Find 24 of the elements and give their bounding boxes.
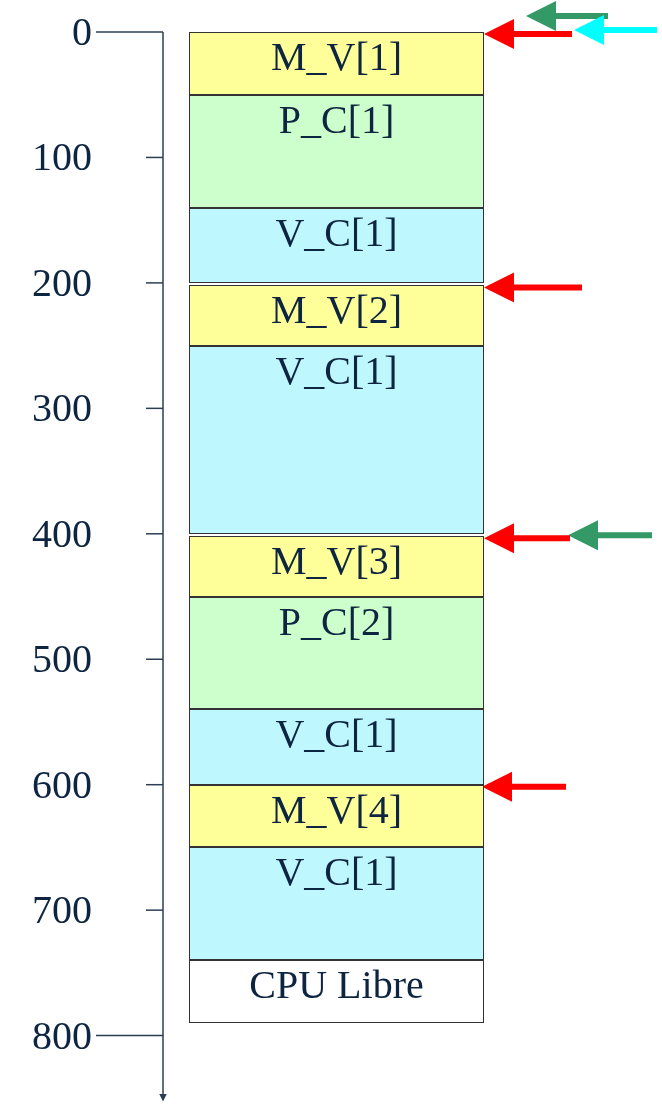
arrow xyxy=(484,19,572,49)
axis-tick-label: 500 xyxy=(31,635,92,684)
time-slot-box: M_V[1] xyxy=(189,32,484,95)
time-slot-box: V_C[1] xyxy=(189,847,484,961)
axis-tick-label: 800 xyxy=(31,1011,92,1060)
time-slot-box: P_C[2] xyxy=(189,596,484,710)
axis-tick-label: 400 xyxy=(31,509,92,558)
time-slot-box: V_C[1] xyxy=(189,207,484,283)
time-slot-box: M_V[2] xyxy=(189,285,484,346)
time-slot-box: V_C[1] xyxy=(189,345,484,534)
axis-tick-label: 0 xyxy=(71,8,92,56)
time-slot-box: V_C[1] xyxy=(189,709,484,785)
idle-slot-box: CPU Libre xyxy=(189,960,484,1024)
time-slot-box: M_V[4] xyxy=(189,784,484,848)
arrow xyxy=(484,523,570,554)
axis-tick-label: 700 xyxy=(31,886,92,935)
axis-tick-label: 100 xyxy=(31,133,92,182)
time-slot-box: P_C[1] xyxy=(189,94,484,208)
time-slot-box: M_V[3] xyxy=(189,536,484,597)
axis-tick-label: 200 xyxy=(31,258,92,307)
arrow xyxy=(484,272,582,303)
arrow xyxy=(482,771,566,802)
axis-tick-label: 600 xyxy=(31,760,92,809)
axis-tick-label: 300 xyxy=(31,384,92,433)
